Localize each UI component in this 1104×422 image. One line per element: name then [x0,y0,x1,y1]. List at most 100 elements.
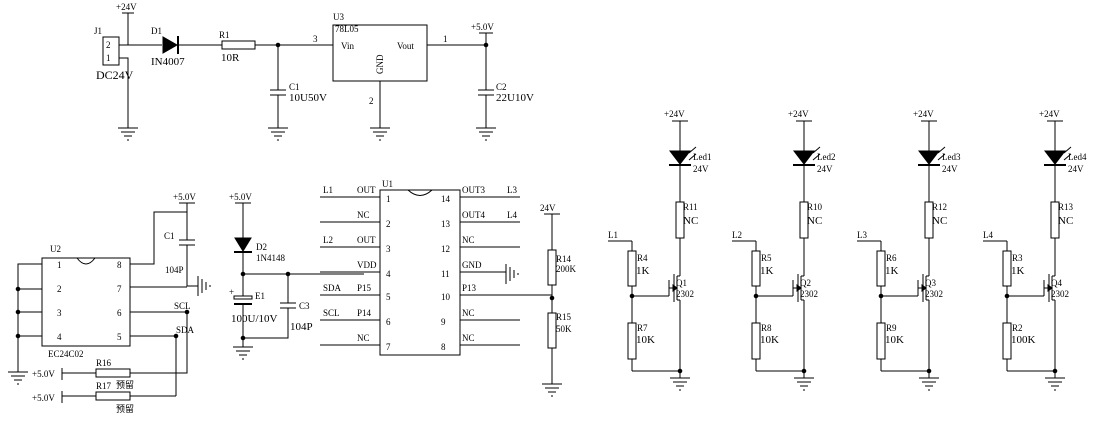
u1-left-pin-name: OUT [357,185,376,195]
output-channels: +24VLed124VR11NCQ12302L1R41KR710K+24VLed… [608,109,1087,391]
gate-resistor-value: 1K [885,265,899,277]
u1-left-pin-name: P14 [357,308,372,318]
v5-label: +5.0V [471,22,494,32]
led-symbol [917,150,941,165]
gate-resistor-ref: R3 [1012,253,1023,263]
u1-right-pin-number: 8 [441,342,446,352]
u3-part: 78L05 [335,24,359,34]
series-resistor-ref: R11 [683,202,698,212]
r15-value: 50K [556,324,572,334]
power-supply-section: J1 2 1 DC24V +24V D1 IN4007 R1 10R [94,2,534,141]
ground-symbol [233,346,253,360]
mosfet-ref: Q4 [1051,278,1062,288]
mcu-v5: +5.0V [229,192,252,202]
mosfet-part: 2302 [800,289,818,299]
d2-ref: D2 [256,242,267,252]
r15-resistor [547,312,557,349]
u1-left-net-label: L1 [323,185,333,195]
mosfet-part: 2302 [925,289,943,299]
series-resistor-ref: R10 [807,202,823,212]
d1-part: IN4007 [151,56,185,68]
gate-resistor [751,250,761,287]
u1-left-pin-name: NC [357,333,370,343]
mosfet-arrow [672,284,678,292]
u1-left-pin-name: NC [357,210,370,220]
channel-supply-label: +24V [1039,109,1060,119]
mosfet-ref: Q2 [800,278,811,288]
u1-right-pin-name: OUT3 [462,185,485,195]
d2-diode-symbol [234,237,252,252]
c2-ref: C2 [496,82,507,92]
e1-value: 100U/10V [231,313,278,325]
u2-pin-number: 7 [117,284,122,294]
u2-pin-number: 2 [57,284,62,294]
pulldown-resistor-value: 10K [885,334,904,346]
v24-label: +24V [116,2,137,12]
r1-ref: R1 [219,30,230,40]
gate-resistor [1002,250,1012,287]
ground-symbol [197,276,211,296]
u3-pin1: 1 [443,34,448,44]
r14-value: 200K [556,264,577,274]
eeprom-sda: SDA [176,325,195,335]
u2-pin-number: 3 [57,308,62,318]
u2-eeprom-ic [41,257,131,347]
u1-left-pin-number: 4 [386,269,391,279]
r1-resistor [221,40,256,50]
u2-pin-number: 1 [57,260,62,270]
channel-supply-label: +24V [788,109,809,119]
pulldown-resistor [751,322,761,360]
pulldown-resistor-ref: R9 [886,323,897,333]
led-ref: Led1 [693,152,712,162]
u1-right-pin-number: 13 [441,219,451,229]
u1-left-pin-name: VDD [357,260,377,270]
pulldown-resistor-ref: R8 [761,323,772,333]
led-voltage: 24V [693,164,709,174]
ground-symbol [1045,377,1065,391]
ground-symbol [370,127,390,141]
channel-input-label: L3 [857,230,867,240]
u1-right-pin-number: 10 [441,292,451,302]
led-ref: Led3 [942,152,961,162]
u1-right-pin-name: GND [462,260,482,270]
u2-pin-number: 8 [117,260,122,270]
u1-right-pin-number: 14 [441,194,451,204]
u1-left-pin-name: OUT [357,235,376,245]
gate-resistor-value: 1K [1011,265,1025,277]
eeprom-c1-value: 104P [165,265,184,275]
r14-resistor [547,249,557,286]
d1-ref: D1 [151,26,162,36]
u1-left-net-label: SCL [323,308,340,318]
mosfet-ref: Q3 [925,278,936,288]
led-voltage: 24V [1068,164,1084,174]
mosfet-part: 2302 [676,289,694,299]
u2-pin-number: 4 [57,332,62,342]
gate-resistor-ref: R5 [761,253,772,263]
ground-symbol [268,127,288,141]
r16-value: 预留 [116,379,134,390]
c2-value: 22U10V [496,92,534,104]
c3-ref: C3 [299,301,310,311]
pulldown-resistor [876,322,886,360]
dc24v-label: DC24V [96,68,134,82]
pulldown-resistor-value: 10K [760,334,779,346]
u2-pin-number: 5 [117,332,122,342]
c1-ref: C1 [289,82,300,92]
ground-symbol [118,127,138,141]
u1-left-pin-number: 7 [386,342,391,352]
r16-resistor [95,368,131,378]
ground-symbol [919,377,939,391]
u1-right-net-label: L3 [507,185,517,195]
u1-left-net-label: L2 [323,235,333,245]
u2-ref: U2 [50,244,61,254]
series-resistor-value: NC [807,215,822,227]
eeprom-scl: SCL [174,301,191,311]
u1-ref: U1 [382,179,393,189]
e1-plus: + [229,287,234,297]
r17-v5: +5.0V [32,393,55,403]
e1-ref: E1 [255,291,265,301]
d1-diode-symbol [162,36,179,54]
u3-ref: U3 [333,12,344,22]
